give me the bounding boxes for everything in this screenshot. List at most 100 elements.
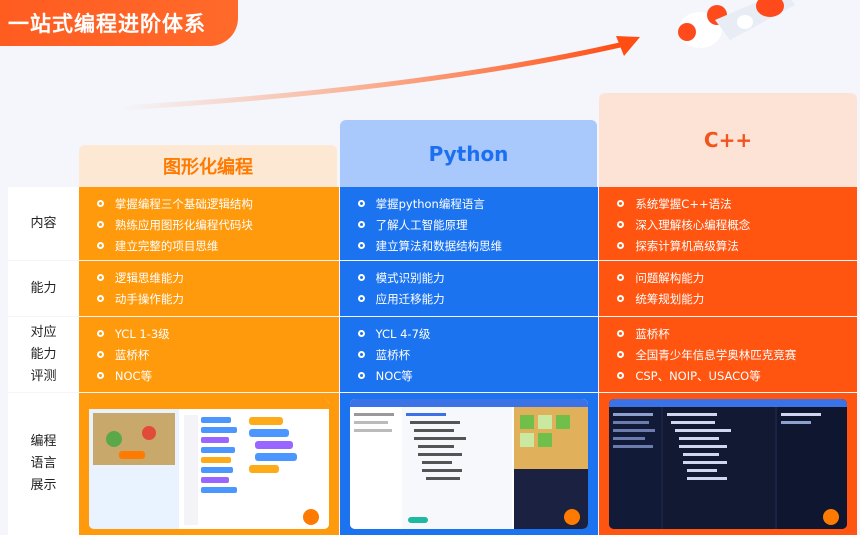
row-label-line: 评测: [30, 368, 57, 384]
bullet-icon: [617, 242, 625, 249]
bullet-icon: [357, 372, 365, 379]
item-text: 建立算法和数据结构思维: [375, 238, 503, 253]
list-item: NOC等: [357, 365, 589, 386]
row-label-line: 展示: [30, 478, 57, 493]
list-item: 掌握python编程语言: [357, 193, 589, 214]
cell-ability-cpp: 问题解构能力 统筹规划能力: [599, 261, 858, 316]
item-text: 模式识别能力: [375, 270, 445, 285]
row-label-line: 编程: [30, 434, 57, 449]
row-label-evaluation: 对应 能力 评测: [8, 317, 79, 392]
bullet-icon: [96, 351, 104, 358]
bullet-icon: [357, 351, 365, 358]
python-editor-preview-icon: [349, 399, 589, 529]
cell-evaluation-cpp: 蓝桥杯 全国青少年信息学奥林匹克竞赛 CSP、NOIP、USACO等: [599, 317, 858, 392]
list-item: 蓝桥杯: [357, 344, 589, 365]
cell-showcase-python: [339, 393, 599, 535]
list-item: NOC等: [96, 365, 329, 386]
row-label-line: 对应: [30, 324, 57, 340]
row-label-showcase: 编程 语言 展示: [8, 393, 79, 535]
row-evaluation: 对应 能力 评测 YCL 1-3级 蓝桥杯 NOC等 YCL 4-7级 蓝桥杯 …: [8, 317, 858, 392]
list-item: 全国青少年信息学奥林匹克竞赛: [617, 344, 847, 365]
page-title: 一站式编程进阶体系: [8, 12, 206, 36]
bullet-icon: [96, 221, 104, 228]
bullet-icon: [617, 330, 625, 337]
item-text: 深入理解核心编程概念: [635, 217, 751, 232]
bullet-icon: [96, 295, 104, 302]
progress-arrow-icon: [117, 36, 640, 111]
list-item: YCL 4-7级: [357, 323, 589, 344]
row-label-line: 语言: [30, 456, 57, 471]
list-item: 了解人工智能原理: [357, 214, 589, 235]
list-item: 动手操作能力: [96, 288, 329, 309]
bullet-icon: [617, 274, 625, 281]
item-text: 蓝桥杯: [375, 347, 411, 362]
item-text: 系统掌握C++语法: [635, 196, 732, 211]
item-text: 掌握编程三个基础逻辑结构: [114, 196, 253, 211]
item-text: 统筹规划能力: [635, 291, 705, 306]
bullet-icon: [357, 242, 365, 249]
bullet-icon: [96, 330, 104, 337]
item-text: 蓝桥杯: [114, 347, 150, 362]
bullet-icon: [617, 295, 625, 302]
row-ability: 能力 逻辑思维能力 动手操作能力 模式识别能力 应用迁移能力 问题解构能力 统筹…: [8, 261, 858, 316]
page-title-banner: 一站式编程进阶体系: [0, 0, 238, 46]
bullet-icon: [617, 200, 625, 207]
bullet-icon: [357, 330, 365, 337]
cell-content-python: 掌握python编程语言 了解人工智能原理 建立算法和数据结构思维: [339, 187, 599, 260]
list-item: 应用迁移能力: [357, 288, 589, 309]
row-label-ability: 能力: [8, 261, 79, 316]
bullet-icon: [357, 274, 365, 281]
row-label-content: 内容: [8, 187, 79, 260]
cell-ability-blocks: 逻辑思维能力 动手操作能力: [78, 261, 339, 316]
robot-mascot-icon: [678, 0, 795, 48]
bullet-icon: [96, 200, 104, 207]
list-item: 蓝桥杯: [96, 344, 329, 365]
cpp-editor-preview-icon: [609, 399, 848, 529]
item-text: 熟练应用图形化编程代码块: [114, 217, 253, 232]
column-title-cpp: C++: [703, 128, 753, 152]
column-title-python: Python: [428, 141, 509, 166]
item-text: CSP、NOIP、USACO等: [635, 368, 761, 383]
item-text: NOC等: [114, 368, 153, 383]
list-item: 统筹规划能力: [617, 288, 847, 309]
list-item: 建立算法和数据结构思维: [357, 235, 589, 256]
cell-evaluation-blocks: YCL 1-3级 蓝桥杯 NOC等: [78, 317, 339, 392]
list-item: 探索计算机高级算法: [617, 235, 847, 256]
row-content: 内容 掌握编程三个基础逻辑结构 熟练应用图形化编程代码块 建立完整的项目思维 掌…: [8, 187, 858, 260]
cell-evaluation-python: YCL 4-7级 蓝桥杯 NOC等: [339, 317, 599, 392]
column-header-blocks: 图形化编程: [79, 145, 337, 187]
list-item: 问题解构能力: [617, 267, 847, 288]
list-item: YCL 1-3级: [96, 323, 329, 344]
cell-showcase-blocks: [78, 393, 339, 535]
item-text: 动手操作能力: [114, 291, 184, 306]
bullet-icon: [96, 372, 104, 379]
python-editor-screenshot: [349, 399, 589, 529]
item-text: 逻辑思维能力: [114, 270, 184, 285]
column-header-cpp: C++: [599, 93, 857, 187]
item-text: YCL 4-7级: [375, 326, 431, 341]
list-item: 建立完整的项目思维: [96, 235, 329, 256]
list-item: 系统掌握C++语法: [617, 193, 847, 214]
list-item: 深入理解核心编程概念: [617, 214, 847, 235]
row-label-line: 能力: [30, 346, 57, 362]
bullet-icon: [617, 221, 625, 228]
list-item: 掌握编程三个基础逻辑结构: [96, 193, 329, 214]
bullet-icon: [617, 351, 625, 358]
item-text: YCL 1-3级: [114, 326, 170, 341]
list-item: 逻辑思维能力: [96, 267, 329, 288]
list-item: 模式识别能力: [357, 267, 589, 288]
item-text: NOC等: [375, 368, 413, 383]
item-text: 全国青少年信息学奥林匹克竞赛: [635, 347, 797, 362]
item-text: 建立完整的项目思维: [114, 238, 219, 253]
item-text: 蓝桥杯: [635, 326, 670, 341]
list-item: CSP、NOIP、USACO等: [617, 365, 847, 386]
scratch-editor-preview-icon: [88, 399, 329, 529]
column-title-blocks: 图形化编程: [163, 157, 253, 178]
bullet-icon: [357, 295, 365, 302]
list-item: 蓝桥杯: [617, 323, 847, 344]
bullet-icon: [617, 372, 625, 379]
item-text: 应用迁移能力: [375, 291, 445, 306]
bullet-icon: [96, 274, 104, 281]
bullet-icon: [357, 200, 365, 207]
column-header-python: Python: [340, 120, 597, 187]
